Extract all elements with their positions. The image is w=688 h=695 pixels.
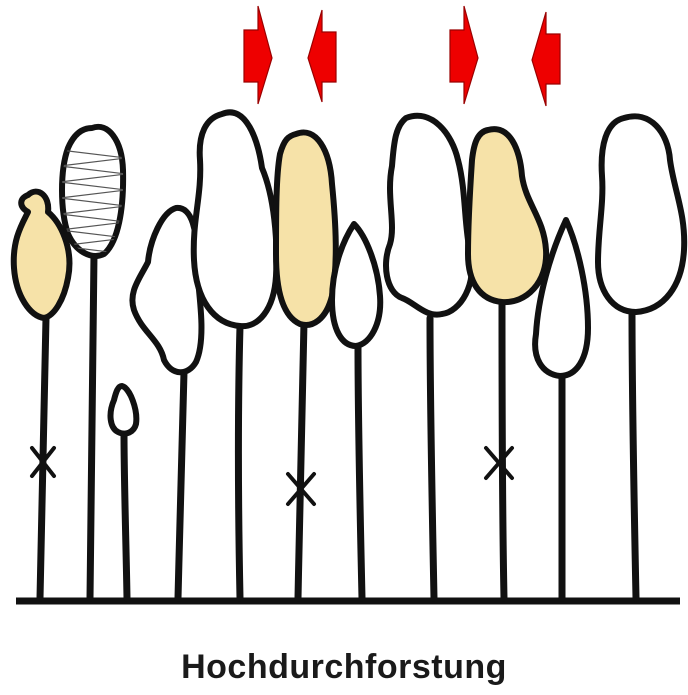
future-tree-2 bbox=[276, 132, 336, 598]
tree-10 bbox=[535, 220, 588, 598]
arrow-right-1 bbox=[244, 6, 272, 104]
tree-4 bbox=[132, 208, 201, 598]
arrows bbox=[244, 6, 560, 106]
arrow-right-2 bbox=[450, 6, 478, 104]
small-tree bbox=[111, 386, 137, 598]
tree-11 bbox=[598, 116, 684, 598]
thinning-diagram bbox=[0, 0, 688, 640]
arrow-left-1 bbox=[308, 10, 336, 102]
tree-5 bbox=[194, 112, 277, 598]
diagram-caption: Hochdurchforstung bbox=[0, 648, 688, 687]
arrow-left-2 bbox=[532, 12, 560, 106]
future-tree-3 bbox=[468, 129, 546, 598]
tree-8 bbox=[386, 116, 472, 598]
tree-7 bbox=[332, 224, 380, 598]
hatched-tree bbox=[60, 127, 126, 598]
future-tree-1 bbox=[14, 192, 70, 598]
